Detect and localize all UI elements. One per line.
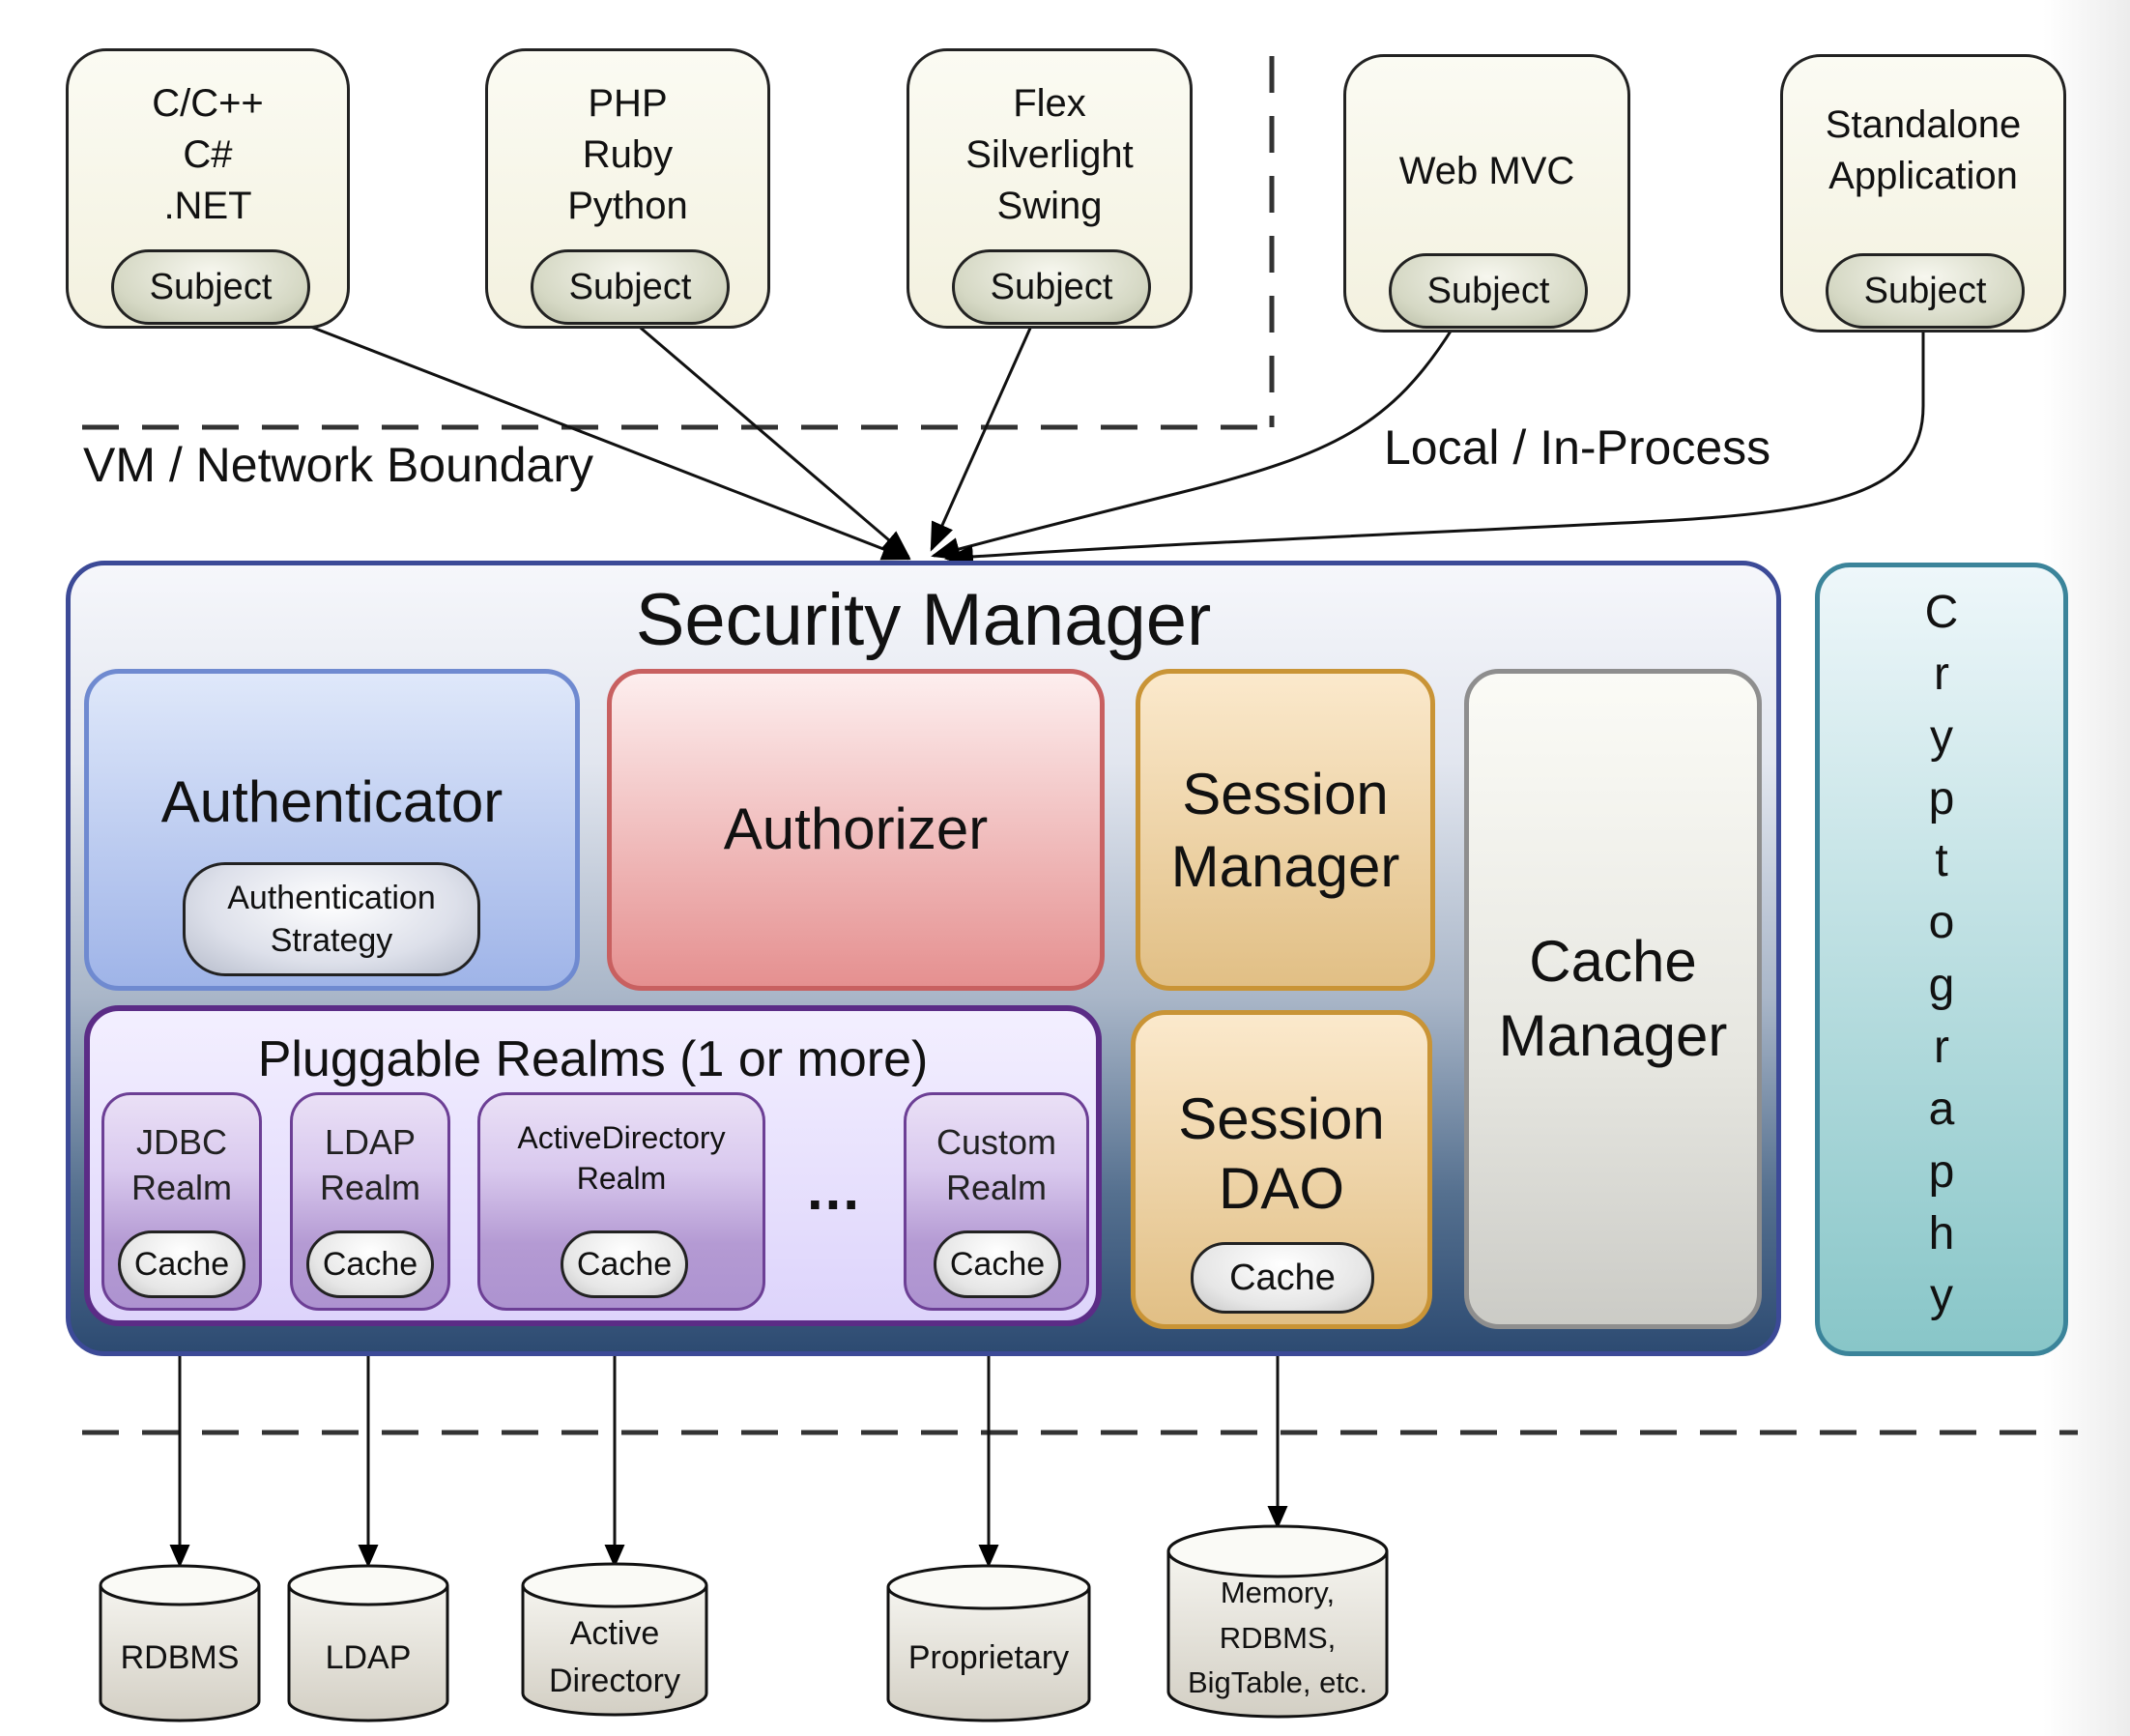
session-dao-box: Session DAO Cache — [1131, 1010, 1432, 1329]
client-label: Standalone Application — [1825, 103, 2022, 197]
realm-jdbc: JDBC Realm Cache — [101, 1092, 262, 1311]
datastore-memory-label: Memory, RDBMS, BigTable, etc. — [1187, 1576, 1368, 1700]
session-dao-cache-pill: Cache — [1191, 1242, 1374, 1314]
realm-ldap: LDAP Realm Cache — [290, 1092, 450, 1311]
datastore-active-directory-label: Active Directory — [548, 1614, 681, 1699]
authenticator-box: Authenticator Authentication Strategy — [84, 669, 580, 991]
more-realms-ellipsis: ... — [806, 1157, 861, 1222]
cylinder-memory — [1166, 1524, 1389, 1719]
arrow-client-1 — [295, 319, 911, 561]
pluggable-realms-box: Pluggable Realms (1 or more) JDBC Realm … — [84, 1005, 1102, 1326]
realm-cache-pill: Cache — [118, 1230, 245, 1298]
arrow-client-3 — [930, 323, 1034, 552]
arrow-client-2 — [635, 322, 911, 559]
subject-pill: Subject — [1389, 253, 1588, 329]
datastore-ldap-label: LDAP — [325, 1638, 412, 1676]
cylinder-rdbms — [99, 1564, 261, 1722]
client-box-standalone: Standalone Application Subject — [1780, 54, 2066, 333]
client-label: PHP Ruby Python — [567, 82, 688, 227]
realm-label: ActiveDirectory Realm — [517, 1120, 726, 1196]
authenticator-label: Authenticator — [160, 769, 504, 834]
datastore-proprietary-label: Proprietary — [907, 1638, 1070, 1676]
cryptography-box — [1815, 563, 2068, 1356]
datastore-rdbms-label: RDBMS — [120, 1638, 240, 1676]
subject-pill: Subject — [111, 249, 310, 325]
cylinder-ldap — [287, 1564, 449, 1722]
subject-label: Subject — [149, 266, 273, 307]
subject-label: Subject — [568, 266, 692, 307]
pluggable-realms-title: Pluggable Realms (1 or more) — [257, 1031, 929, 1087]
local-boundary-label: Local / In-Process — [1384, 420, 1771, 475]
authentication-strategy-pill: Authentication Strategy — [183, 862, 480, 976]
subject-pill: Subject — [1826, 253, 2025, 329]
realm-custom: Custom Realm Cache — [904, 1092, 1089, 1311]
cryptography-label: C r y p t o g r a p h y — [1924, 587, 1959, 1322]
cache-label: Cache — [949, 1245, 1046, 1283]
authentication-strategy-label: Authentication Strategy — [227, 879, 436, 959]
realm-cache-pill: Cache — [934, 1230, 1061, 1298]
session-manager-label: Session Manager — [1170, 761, 1400, 899]
client-label: Flex Silverlight Swing — [965, 82, 1134, 227]
client-box-scripting: PHP Ruby Python Subject — [485, 48, 770, 329]
cache-manager-box: Cache Manager — [1464, 669, 1762, 1329]
client-box-rich-client: Flex Silverlight Swing Subject — [907, 48, 1193, 329]
realm-label: LDAP Realm — [319, 1122, 421, 1207]
subject-label: Subject — [1863, 270, 1987, 311]
realm-cache-pill: Cache — [306, 1230, 434, 1298]
cache-manager-label: Cache Manager — [1498, 929, 1728, 1068]
cache-label: Cache — [1229, 1257, 1336, 1298]
client-label: Web MVC — [1398, 150, 1575, 192]
client-box-web-mvc: Web MVC Subject — [1343, 54, 1630, 333]
cache-label: Cache — [322, 1245, 418, 1283]
realm-label: Custom Realm — [935, 1122, 1057, 1207]
session-manager-box: Session Manager — [1136, 669, 1435, 991]
authorizer-label: Authorizer — [723, 796, 989, 862]
cache-label: Cache — [133, 1245, 230, 1283]
arrow-client-5 — [944, 327, 1925, 568]
cylinder-proprietary — [886, 1564, 1091, 1722]
subject-pill: Subject — [952, 249, 1151, 325]
cache-label: Cache — [576, 1245, 673, 1283]
realm-active-directory: ActiveDirectory Realm Cache — [477, 1092, 765, 1311]
subject-label: Subject — [990, 266, 1113, 307]
session-dao-label: Session DAO — [1178, 1086, 1385, 1221]
realm-cache-pill: Cache — [561, 1230, 688, 1298]
authorizer-box: Authorizer — [607, 669, 1105, 991]
subject-label: Subject — [1426, 270, 1550, 311]
cylinder-active-directory — [521, 1562, 708, 1717]
arrow-client-4 — [931, 326, 1455, 561]
network-boundary-label: VM / Network Boundary — [83, 438, 593, 492]
realm-label: JDBC Realm — [130, 1122, 233, 1207]
client-box-native: C/C++ C# .NET Subject — [66, 48, 350, 329]
security-manager-title: Security Manager — [635, 579, 1212, 661]
subject-pill: Subject — [531, 249, 730, 325]
client-label: C/C++ C# .NET — [152, 82, 264, 227]
